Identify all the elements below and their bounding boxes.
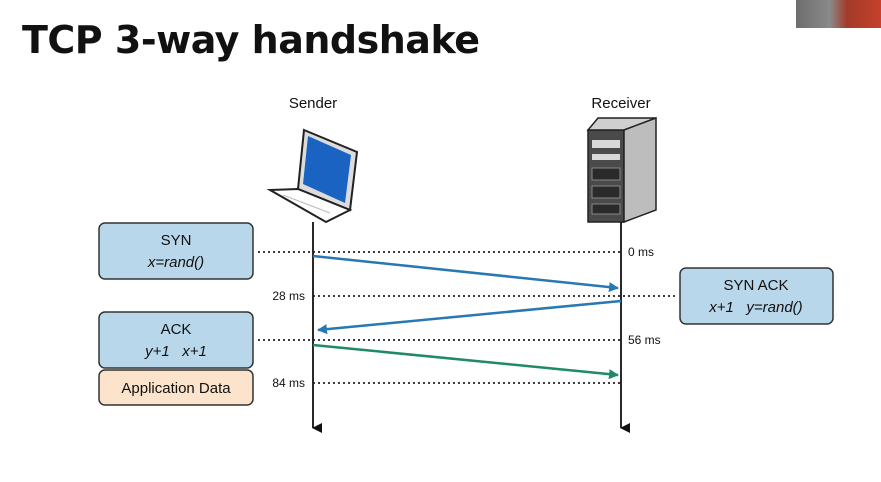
application-data-label: Application Data (121, 380, 231, 397)
ack-box: ACK y+1 x+1 (98, 311, 254, 369)
ack-label: ACK (161, 321, 192, 338)
ack-detail: y+1 x+1 (144, 343, 207, 360)
application-data-box: Application Data (98, 369, 254, 406)
synack-box: SYN ACK x+1 y=rand() (679, 267, 834, 325)
synack-arrow (317, 299, 622, 335)
syn-arrow (312, 254, 619, 293)
receiver-label: Receiver (591, 95, 650, 112)
timestamp-28ms: 28 ms (272, 289, 305, 303)
syn-detail: x=rand() (147, 254, 204, 271)
timestamp-84ms: 84 ms (272, 376, 305, 390)
server-tower-icon (586, 116, 657, 224)
sender-label: Sender (289, 95, 337, 112)
synack-detail: x+1 y=rand() (708, 299, 802, 316)
timestamp-56ms: 56 ms (628, 333, 661, 347)
page-title: TCP 3-way handshake (22, 18, 480, 62)
syn-label: SYN (161, 232, 192, 249)
synack-label: SYN ACK (723, 277, 788, 294)
ack-arrow (312, 343, 619, 380)
dotted-guides (258, 251, 678, 384)
timestamp-0ms: 0 ms (628, 245, 654, 259)
syn-box: SYN x=rand() (98, 222, 254, 280)
webcam-thumbnail (796, 0, 881, 28)
laptop-icon (266, 128, 359, 224)
